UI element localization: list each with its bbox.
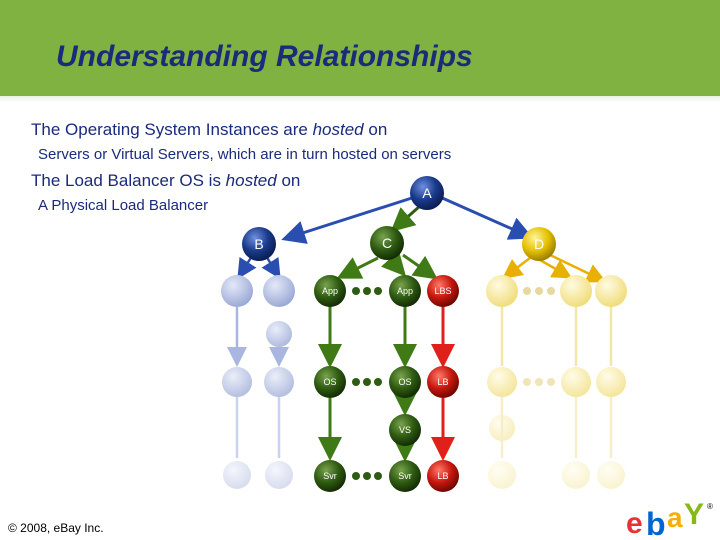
b-instance-1	[221, 275, 253, 307]
branch-c: App App LBS OS OS LB VS Svr Svr LB	[314, 250, 459, 492]
svr-node-1	[314, 460, 346, 492]
d-instance-5	[561, 367, 591, 397]
bullet-1-text: The Operating System Instances are	[31, 120, 313, 139]
b-instance-5	[264, 367, 294, 397]
arrow-a-to-b	[281, 195, 416, 244]
app-node-1	[314, 275, 346, 307]
copyright-footer: © 2008, eBay Inc.	[8, 521, 104, 535]
slide-title: Understanding Relationships	[56, 40, 473, 73]
node-a-label: A	[422, 185, 432, 201]
svr-node-2	[389, 460, 421, 492]
arrow-c-to-app1	[336, 256, 379, 279]
os-node-2-label: OS	[398, 377, 411, 387]
arrow-a-to-d	[439, 195, 534, 240]
svr-node-1-label: Svr	[323, 471, 337, 481]
b-instance-7	[265, 461, 293, 489]
app-node-2-label: App	[397, 286, 413, 296]
b-instance-3	[266, 321, 292, 347]
node-c-label: C	[382, 235, 392, 251]
lb-os-node	[427, 366, 459, 398]
d-instance-3	[595, 275, 627, 307]
lb-physical-node-label: LB	[437, 471, 448, 481]
branch-d	[486, 252, 627, 489]
bullet-3-tail: on	[276, 171, 301, 190]
arrow-d-1	[502, 257, 531, 279]
arrow-b-left	[237, 255, 257, 280]
lbs-node	[427, 275, 459, 307]
d-instance-4	[487, 367, 517, 397]
bullet-1-emphasis: hosted	[312, 120, 364, 139]
lb-os-node-label: LB	[437, 377, 448, 387]
node-c	[370, 226, 404, 260]
node-a	[410, 176, 444, 210]
lb-physical-node	[427, 460, 459, 492]
node-d-label: D	[534, 236, 544, 252]
branch-b	[221, 255, 295, 489]
bullet-3-emphasis: hosted	[225, 171, 277, 190]
b-instance-4	[222, 367, 252, 397]
arrow-d-2	[539, 258, 573, 279]
logo-registered-mark: ®	[707, 502, 713, 511]
arrow-a-to-c	[390, 204, 421, 232]
header-bar	[0, 0, 720, 96]
b-instance-2	[263, 275, 295, 307]
node-b	[242, 227, 276, 261]
d-ellipsis-2	[523, 378, 555, 386]
d-instance-6	[596, 367, 626, 397]
arrow-c-to-lbs	[402, 253, 438, 280]
ebay-logo: e b a Y ®	[626, 498, 713, 537]
arrow-d-3	[547, 252, 607, 283]
logo-letter-y: Y	[684, 498, 704, 531]
lbs-node-label: LBS	[434, 286, 451, 296]
bullet-2: Servers or Virtual Servers, which are in…	[38, 146, 452, 163]
logo-letter-e: e	[626, 507, 643, 537]
app-node-2	[389, 275, 421, 307]
d-instance-1	[486, 275, 518, 307]
logo-letter-b: b	[646, 506, 666, 537]
vs-node-label: VS	[399, 425, 411, 435]
ellipsis-row-app	[352, 287, 382, 295]
d-instance-2	[560, 275, 592, 307]
svr-node-2-label: Svr	[398, 471, 412, 481]
bullet-3: The Load Balancer OS is hosted on	[31, 171, 300, 191]
logo-letter-a: a	[667, 502, 683, 533]
node-d	[522, 227, 556, 261]
d-instance-8	[488, 461, 516, 489]
bullet-1-tail: on	[363, 120, 388, 139]
arrow-c-to-app2	[381, 250, 407, 277]
bullet-3-text: The Load Balancer OS is	[31, 171, 226, 190]
ellipsis-row-os	[352, 378, 382, 386]
os-node-2	[389, 366, 421, 398]
ellipsis-row-svr	[352, 472, 382, 480]
os-node-1-label: OS	[323, 377, 336, 387]
b-instance-6	[223, 461, 251, 489]
os-node-1	[314, 366, 346, 398]
header-divider	[0, 96, 720, 102]
d-ellipsis-1	[523, 287, 555, 295]
d-instance-9	[562, 461, 590, 489]
d-instance-10	[597, 461, 625, 489]
bullet-1: The Operating System Instances are hoste…	[31, 120, 387, 140]
app-node-1-label: App	[322, 286, 338, 296]
node-b-label: B	[254, 236, 263, 252]
arrow-b-right	[261, 255, 281, 280]
bullet-4: A Physical Load Balancer	[38, 197, 209, 214]
vs-node	[389, 414, 421, 446]
